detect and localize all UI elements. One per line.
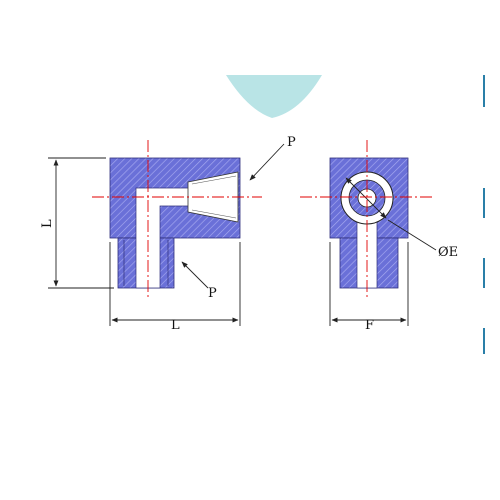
spigot-thread-lines (123, 240, 169, 286)
label-bore-diameter: ØE (438, 245, 458, 260)
side-view (300, 140, 432, 300)
decorative-edge-bars (483, 75, 485, 354)
decorative-swoosh (226, 75, 322, 118)
label-p-top: P (287, 135, 296, 150)
bore-diameter-arrow (345, 177, 387, 219)
front-view-centerlines (92, 140, 262, 300)
label-length-l: L (171, 318, 180, 333)
label-p-bottom: P (208, 286, 217, 301)
label-width-f: F (365, 318, 374, 333)
dimension-lines (48, 143, 437, 326)
side-port-thread-lines (191, 175, 237, 219)
side-view-centerlines (300, 140, 432, 300)
front-view (92, 140, 262, 300)
label-height-l: L (40, 219, 55, 228)
